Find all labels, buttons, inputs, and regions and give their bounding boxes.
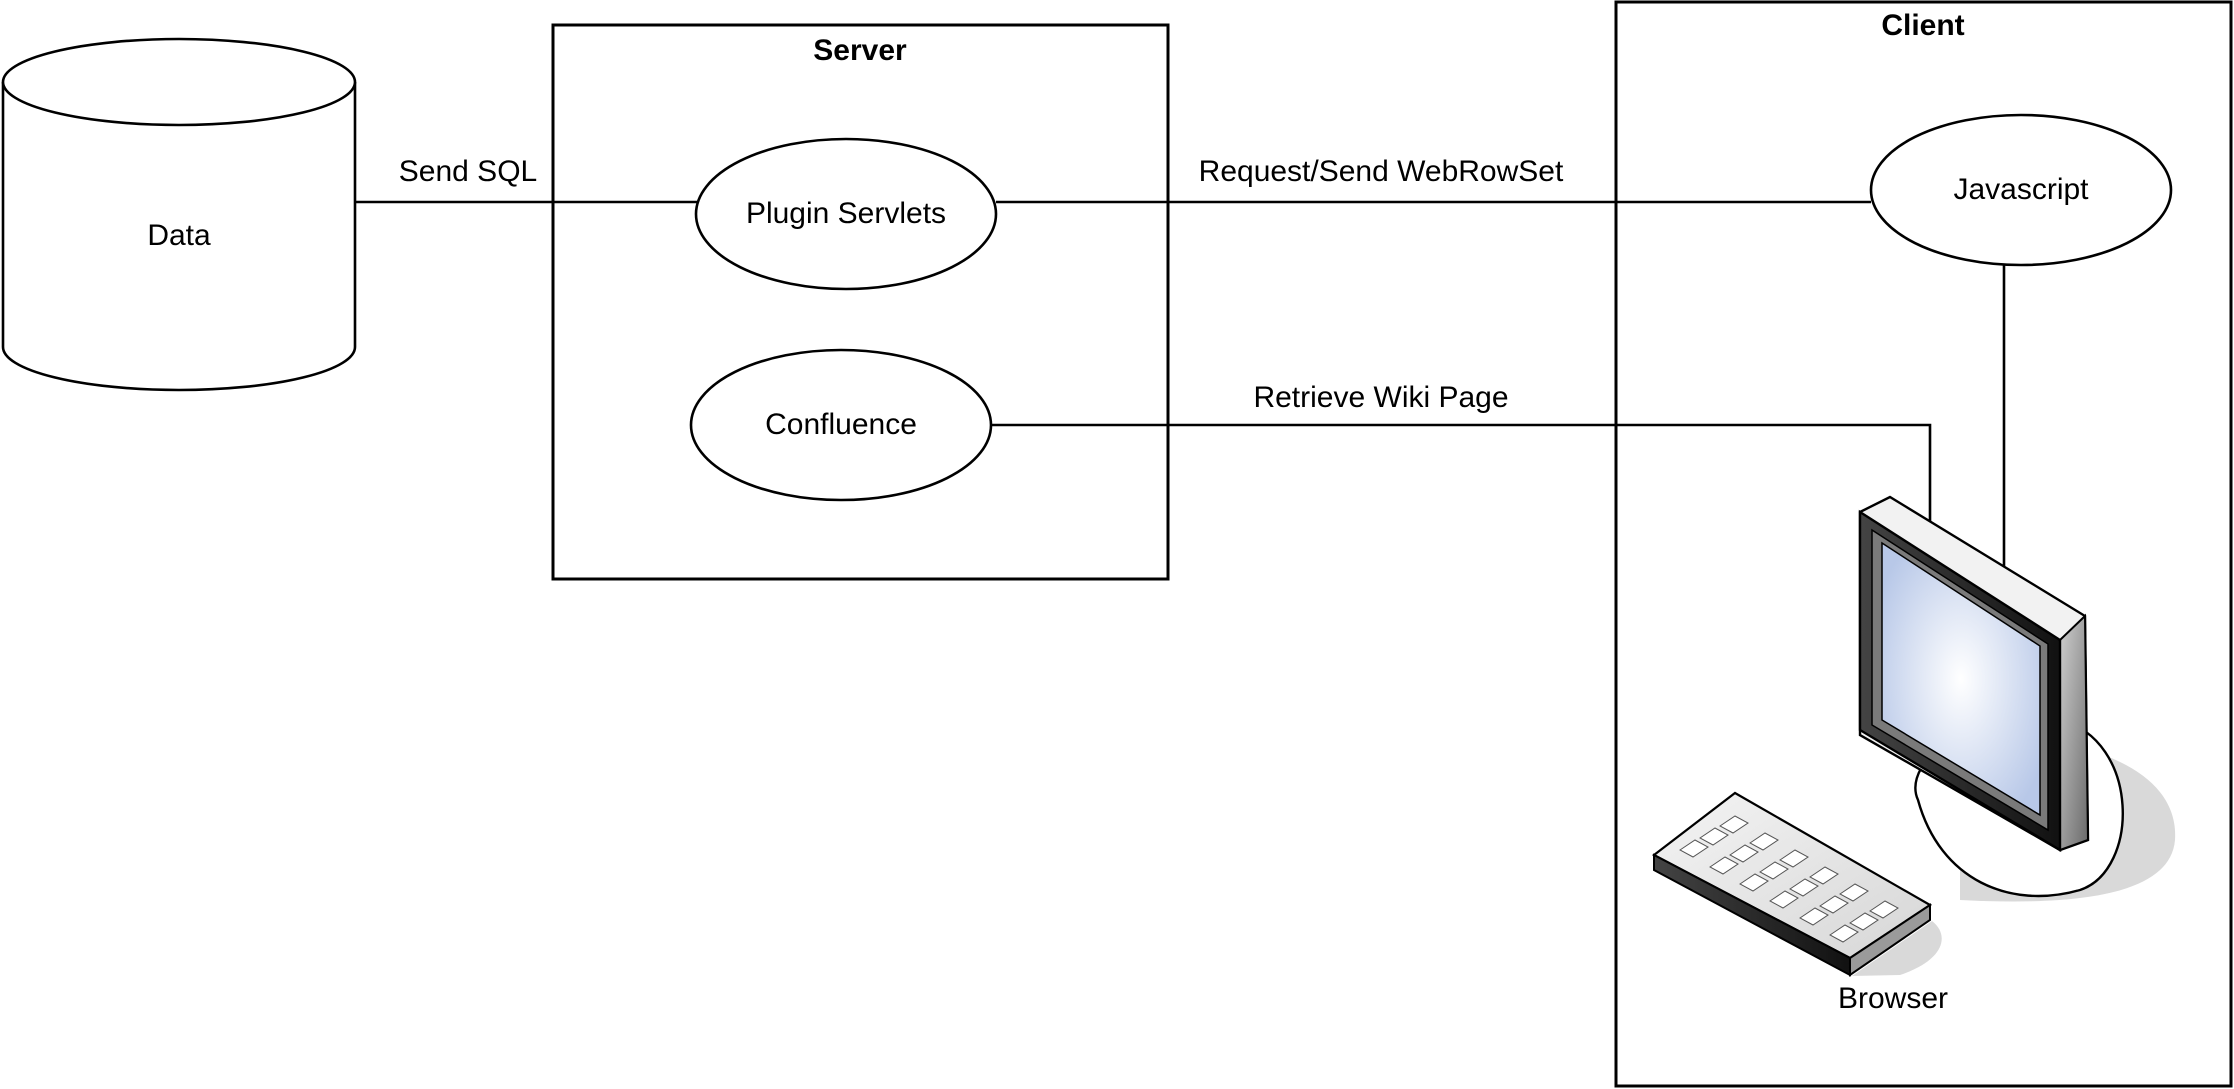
browser-label: Browser xyxy=(1838,982,1948,1015)
plugin-servlets-node xyxy=(694,137,998,291)
javascript-node xyxy=(1869,113,2173,267)
send-sql-label: Send SQL xyxy=(399,155,537,188)
computer-icon xyxy=(1651,495,2176,977)
server-title: Server xyxy=(813,34,907,67)
retrieve-wiki-label: Retrieve Wiki Page xyxy=(1253,381,1508,414)
javascript-label: Javascript xyxy=(1953,173,2089,206)
connector-lines xyxy=(355,200,2006,610)
client-title: Client xyxy=(1881,9,1964,42)
plugin-servlets-label: Plugin Servlets xyxy=(746,197,946,230)
confluence-node xyxy=(689,348,993,502)
data-store-label: Data xyxy=(147,219,211,252)
server-box xyxy=(551,23,1170,581)
confluence-label: Confluence xyxy=(765,408,917,441)
request-send-label: Request/Send WebRowSet xyxy=(1199,155,1564,188)
data-store-cylinder xyxy=(1,37,357,392)
client-box xyxy=(1614,0,2233,1088)
